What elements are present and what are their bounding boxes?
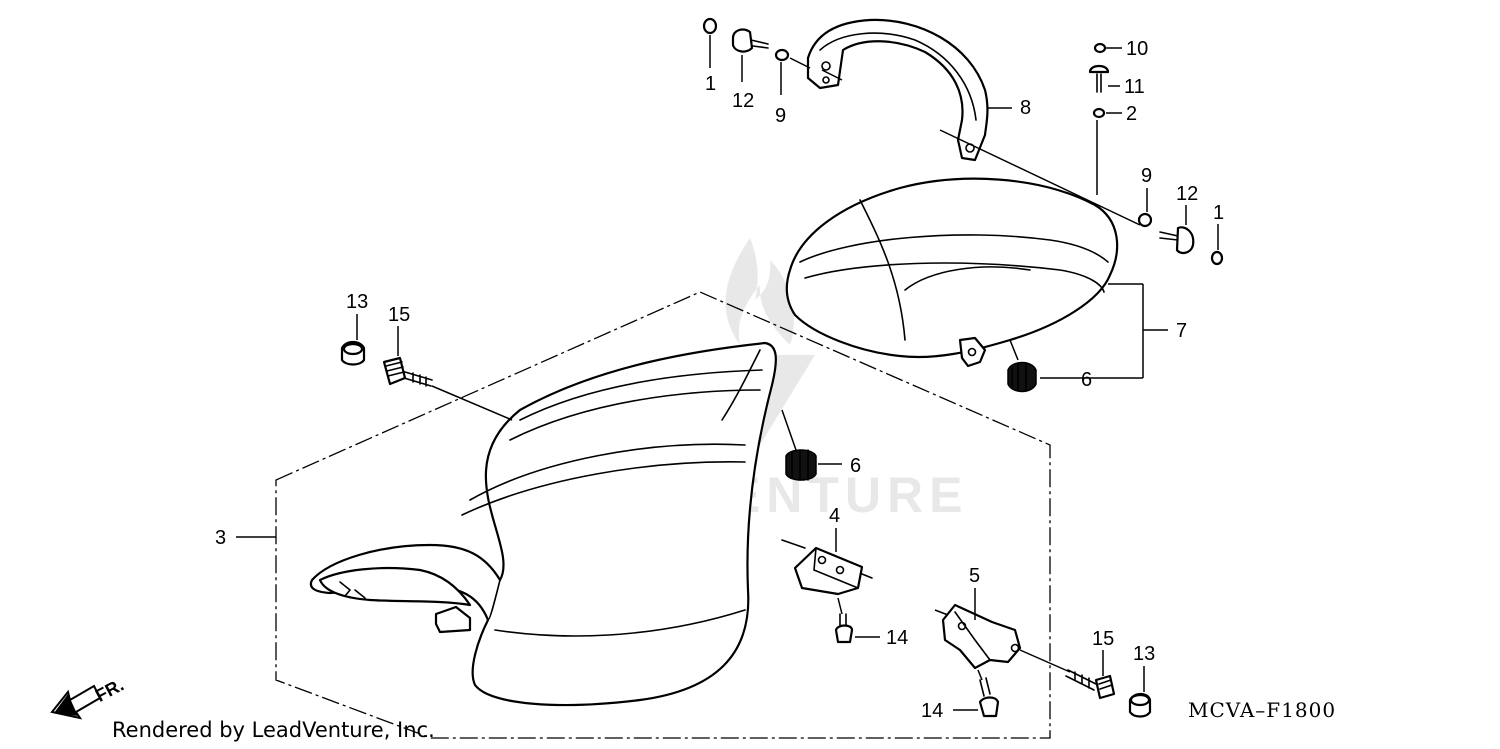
grab-rail xyxy=(806,18,989,162)
front-direction-label: FR. xyxy=(92,675,127,706)
right-side-hardware xyxy=(1137,188,1224,266)
rider-seat-assembly-outline xyxy=(275,291,1051,739)
callout-7: 7 xyxy=(1176,320,1187,342)
callout-12-right: 12 xyxy=(1176,183,1198,205)
callout-9-right: 9 xyxy=(1141,165,1152,187)
callout-13-left: 13 xyxy=(346,291,368,313)
callout-15-left: 15 xyxy=(388,304,410,326)
rider-seat-left-hardware xyxy=(340,314,513,421)
top-right-hardware xyxy=(1088,42,1122,195)
diagram-code: MCVA–F1800 xyxy=(1188,698,1337,722)
callout-6-mid: 6 xyxy=(850,455,861,477)
callout-13-right: 13 xyxy=(1133,643,1155,665)
callout-11: 11 xyxy=(1124,76,1145,98)
watermark-flame-icon xyxy=(725,238,794,345)
callout-numbers: 1 12 9 8 10 11 2 9 12 1 7 6 13 15 6 3 4 … xyxy=(215,38,1224,722)
callout-3: 3 xyxy=(215,527,226,549)
front-direction-indicator: FR. xyxy=(50,675,127,720)
passenger-seat xyxy=(785,177,1119,368)
front-bracket xyxy=(781,528,880,644)
callout-14-bottom: 14 xyxy=(921,700,943,722)
callout-8: 8 xyxy=(1020,97,1031,119)
callout-5: 5 xyxy=(969,565,980,587)
render-credit: Rendered by LeadVenture, Inc. xyxy=(112,718,435,742)
callout-2: 2 xyxy=(1126,103,1137,125)
callout-14-mid: 14 xyxy=(886,627,908,649)
passenger-seat-bracket-callout xyxy=(1007,283,1168,393)
callout-10: 10 xyxy=(1126,38,1148,60)
callout-4: 4 xyxy=(829,505,840,527)
callout-9-top: 9 xyxy=(775,105,786,127)
rider-seat-nut xyxy=(781,409,842,481)
callout-6-right: 6 xyxy=(1081,369,1092,391)
rear-bracket xyxy=(934,588,1152,718)
callout-1-top: 1 xyxy=(705,73,716,95)
top-left-hardware xyxy=(702,17,1141,226)
callout-12-top: 12 xyxy=(732,90,754,112)
rider-seat xyxy=(309,341,777,707)
callout-15-right: 15 xyxy=(1092,628,1114,650)
callout-1-right: 1 xyxy=(1213,202,1224,224)
